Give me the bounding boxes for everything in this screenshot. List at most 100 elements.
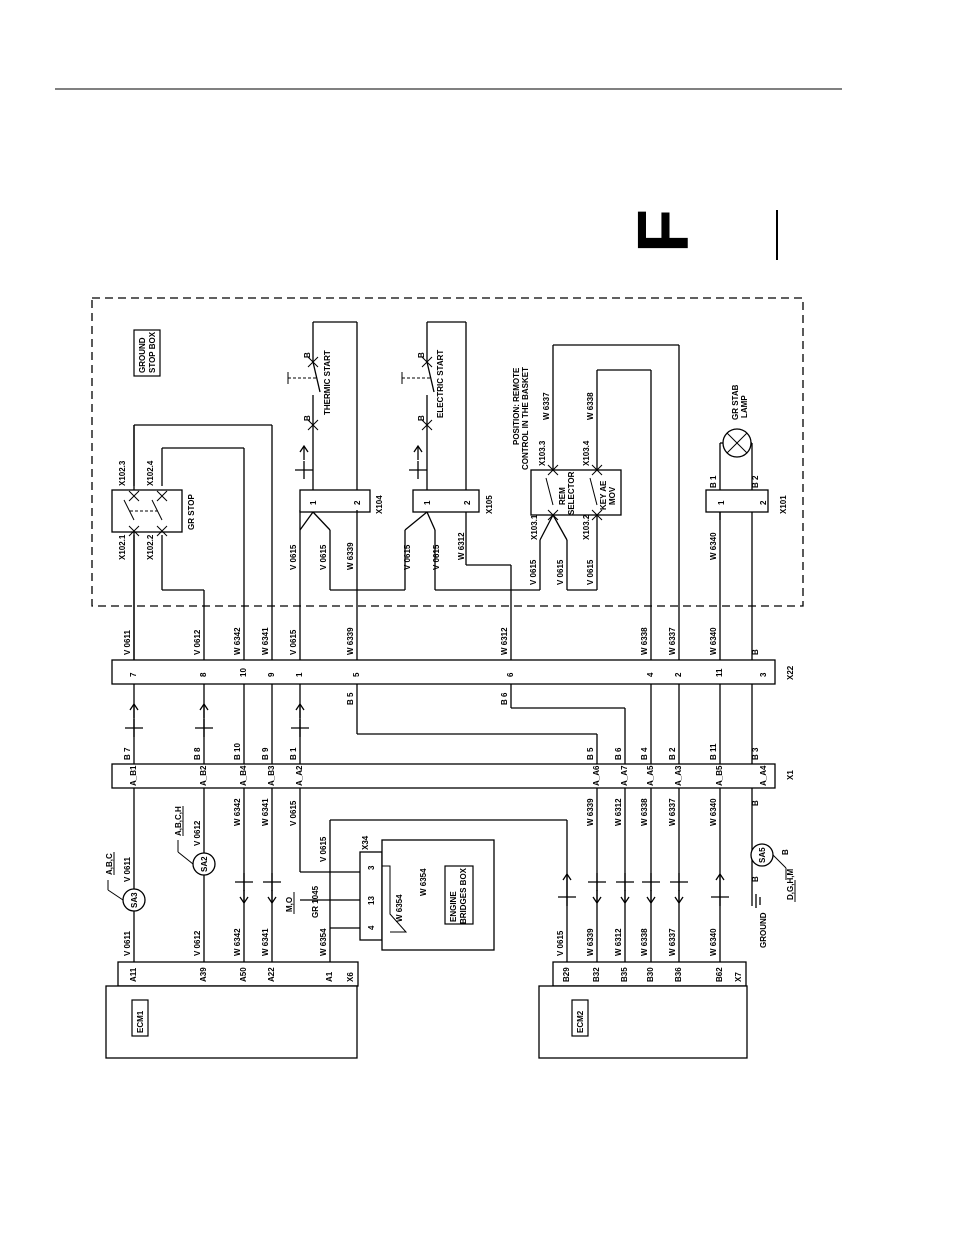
sa2-note: A,B,C,H (174, 806, 183, 836)
connector-x105 (412, 489, 480, 513)
wire-w6342-x6: W 6342 (233, 928, 242, 956)
x1-pin-a-b2: A_B2 (199, 765, 208, 786)
connector-x104 (299, 489, 371, 513)
b4-label: B 4 (640, 747, 649, 760)
x22-pin-7: 7 (129, 672, 138, 677)
x101-b1: B 1 (709, 475, 718, 488)
wire-w6342-top: W 6342 (233, 627, 242, 655)
x7-pin-b35: B35 (620, 967, 629, 982)
b3-label: B 3 (751, 747, 760, 760)
x101-pin-2: 2 (759, 500, 768, 505)
rem-selector-box (530, 469, 622, 516)
x22-pin-3: 3 (759, 672, 768, 677)
b5-upper-label: B 5 (346, 692, 355, 705)
x104-label: X104 (375, 495, 384, 514)
x1-pin-a-a5: A_A5 (646, 765, 655, 786)
x22-pin-6: 6 (506, 672, 515, 677)
direction-arrows (125, 444, 729, 906)
wire-w6340-inner: W 6340 (709, 532, 718, 560)
connector-x1 (111, 763, 776, 789)
splice-marks (128, 356, 603, 537)
x34-pin-13: 13 (367, 896, 376, 905)
x1-label: X1 (786, 770, 795, 780)
electric-b-bottom: B (417, 415, 426, 421)
wire-w6338-inner: W 6338 (586, 392, 595, 420)
x22-pin-1: 1 (295, 672, 304, 677)
wire-w6339-top: W 6339 (346, 627, 355, 655)
x101-label: X101 (779, 495, 788, 514)
wire-w6354-x6: W 6354 (319, 928, 328, 956)
x6-pin-a1: A1 (325, 971, 334, 982)
rem-selector-label-2: SELECTOR (567, 471, 576, 515)
b7-label: B 7 (123, 747, 132, 760)
wire-w6339-x7: W 6339 (586, 928, 595, 956)
x104-pin-1: 1 (309, 500, 318, 505)
ground-wire-b: B (751, 876, 760, 882)
wire-w6340-x1: W 6340 (709, 798, 718, 826)
wire-v0615-x103a: V 0615 (529, 559, 538, 585)
engine-bridges-label: ENGINE (449, 891, 458, 922)
engine-bridges-label-2: BRIDGES BOX (459, 867, 468, 924)
b6-upper-label: B 6 (500, 692, 509, 705)
ecm2-module (538, 985, 748, 1059)
thermic-b-bottom: B (303, 415, 312, 421)
x22-pin-8: 8 (199, 672, 208, 677)
x1-pin-a-b3: A_B3 (267, 765, 276, 786)
sa5-wire-b: B (781, 849, 790, 855)
wire-v0615-top: V 0615 (289, 629, 298, 655)
wire-v0612-x6: V 0612 (193, 930, 202, 956)
x7-pin-b30: B30 (646, 967, 655, 982)
electric-start-label: ELECTRIC START (436, 350, 445, 418)
x6-pin-a39: A39 (199, 967, 208, 982)
x103-3: X103.3 (538, 440, 547, 466)
x104-pin-2: 2 (353, 500, 362, 505)
wire-w6337-x1: W 6337 (668, 798, 677, 826)
thermic-start-label: THERMIC START (323, 350, 332, 415)
x102-2: X102.2 (146, 534, 155, 560)
wire-w6340-x7: W 6340 (709, 928, 718, 956)
wire-w6312-x1: W 6312 (614, 798, 623, 826)
sa2-wire: V 0612 (193, 820, 202, 846)
engine-bridge-jumper (382, 865, 408, 933)
ecm1-label-frame (131, 999, 149, 1037)
gr-stab-lamp-label: GR STAB (731, 384, 740, 420)
wire-w6337-inner: W 6337 (542, 392, 551, 420)
wire-bundle-middle (133, 684, 753, 764)
key-ae-mov-label: KEY AE (599, 480, 608, 510)
wire-w6354-bridge-b: W 6354 (419, 868, 428, 896)
x7-pin-b29: B29 (562, 967, 571, 982)
sa5-note: D,G,H,M (786, 869, 795, 900)
x6-pin-a11: A11 (129, 967, 138, 982)
wire-bundle-top (133, 344, 753, 660)
x22-pin-11: 11 (715, 668, 724, 677)
wire-v0615-x7: V 0615 (556, 930, 565, 956)
ecm1-label: ECM1 (136, 1010, 145, 1033)
sa3-note: A,B,C (105, 853, 114, 875)
b5-lower-label: B 5 (586, 747, 595, 760)
x105-label: X105 (485, 495, 494, 514)
x22-pin-4: 4 (646, 672, 655, 677)
x1-pin-a-b1: A_B1 (129, 765, 138, 786)
x1-pin-a-a3: A_A3 (674, 765, 683, 786)
x1-pin-a-a2: A_A2 (295, 765, 304, 786)
thermic-start-switch (287, 321, 358, 490)
x101-b2: B 2 (751, 475, 760, 488)
wire-w6312-top: W 6312 (500, 627, 509, 655)
wire-b-x1: B (751, 800, 760, 806)
x7-pin-b32: B32 (592, 967, 601, 982)
x101-pin-1: 1 (717, 500, 726, 505)
b1-label: B 1 (289, 747, 298, 760)
x7-pin-b62: B62 (715, 967, 724, 982)
position-note-2: CONTROL IN THE BASKET (521, 367, 530, 470)
gr-stab-lamp-label-2: LAMP (740, 395, 749, 418)
x6-pin-a50: A50 (239, 967, 248, 982)
position-note: POSITION: REMOTE (512, 367, 521, 445)
x105-pin-2: 2 (463, 500, 472, 505)
wire-v0615-x34: V 0615 (319, 836, 328, 862)
wire-w6312-x7: W 6312 (614, 928, 623, 956)
x34-label: X34 (361, 835, 370, 850)
wire-w6342-x1: W 6342 (233, 798, 242, 826)
wire-w6312-x105: W 6312 (457, 532, 466, 560)
b11-label: B 11 (709, 743, 718, 760)
